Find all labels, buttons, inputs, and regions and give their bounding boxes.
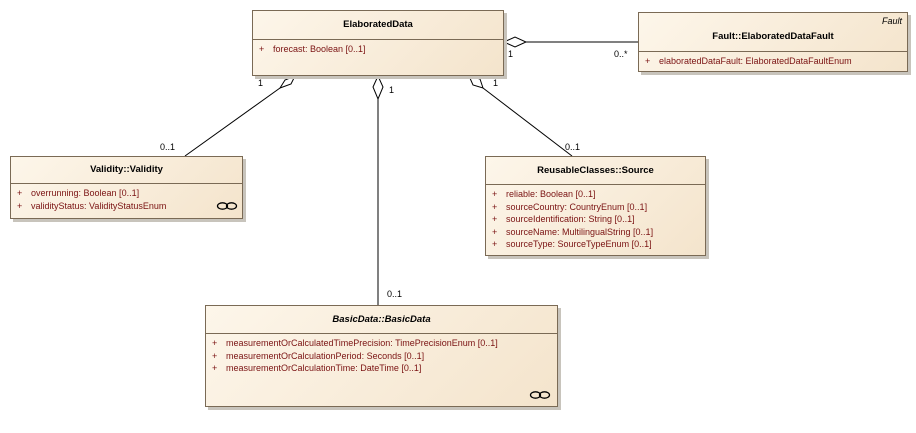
visibility-marker: + [212, 338, 218, 348]
chain-link-icon [216, 202, 238, 210]
attribute-text: forecast: Boolean [0..1] [273, 44, 366, 54]
association-validity [184, 87, 281, 157]
aggregation-diamond-fault [502, 36, 528, 48]
multiplicity-source-owner: 1 [493, 78, 499, 88]
attribute-row[interactable]: + sourceCountry: CountryEnum [0..1] [492, 201, 705, 214]
visibility-marker: + [212, 350, 218, 361]
multiplicity-source-part: 0..1 [565, 142, 581, 152]
class-source[interactable]: ReusableClasses::Source + reliable: Boole… [485, 156, 706, 256]
attribute-list: + measurementOrCalculatedTimePrecision: T… [206, 334, 557, 375]
visibility-marker: + [492, 239, 498, 249]
multiplicity-fault-part: 0..* [614, 49, 628, 59]
visibility-marker: + [492, 189, 498, 199]
class-header: ReusableClasses::Source [486, 157, 705, 185]
visibility-marker: + [259, 44, 265, 54]
attribute-list: + reliable: Boolean [0..1] + sourceCountry… [486, 185, 705, 251]
attribute-row[interactable]: + measurementOrCalculationTime: DateTime … [212, 362, 557, 375]
attribute-list: + elaboratedDataFault: ElaboratedDataFaul… [639, 52, 907, 68]
visibility-marker: + [212, 363, 218, 373]
multiplicity-basic-part: 0..1 [387, 289, 403, 299]
multiplicity-validity-owner: 1 [258, 78, 264, 88]
chain-link-icon [529, 391, 551, 399]
attribute-text: sourceType: SourceTypeEnum [0..1] [506, 239, 652, 249]
attribute-row[interactable]: + reliable: Boolean [0..1] [492, 188, 705, 201]
attribute-text: measurementOrCalculationPeriod: Seconds … [226, 350, 425, 361]
attribute-text: overrunning: Boolean [0..1] [31, 188, 140, 198]
aggregation-diamond-source [468, 75, 484, 89]
visibility-marker: + [492, 226, 498, 237]
class-name: Validity::Validity [90, 164, 163, 175]
class-elaborated-data-fault[interactable]: Fault Fault::ElaboratedDataFault + elabor… [638, 12, 908, 72]
visibility-marker: + [492, 214, 498, 224]
class-header: BasicData::BasicData [206, 306, 557, 334]
attribute-row[interactable]: + sourceIdentification: String [0..1] [492, 213, 705, 226]
aggregation-diamond-validity [278, 75, 297, 89]
class-header: Fault Fault::ElaboratedDataFault [639, 13, 907, 52]
class-header: ElaboratedData [253, 11, 503, 40]
class-name: Fault::ElaboratedDataFault [712, 31, 834, 42]
attribute-text: elaboratedDataFault: ElaboratedDataFault… [659, 56, 852, 66]
attribute-row[interactable]: + sourceName: MultilingualString [0..1] [492, 226, 705, 239]
multiplicity-basic-owner: 1 [389, 85, 395, 95]
visibility-marker: + [17, 188, 23, 198]
visibility-marker: + [17, 200, 23, 211]
attribute-text: measurementOrCalculationTime: DateTime [… [226, 363, 422, 373]
attribute-text: sourceIdentification: String [0..1] [506, 214, 635, 224]
attribute-text: measurementOrCalculatedTimePrecision: Ti… [226, 338, 498, 348]
aggregation-diamond-basic [372, 74, 384, 101]
class-name: ElaboratedData [343, 19, 413, 30]
class-header: Validity::Validity [11, 157, 242, 184]
attribute-row[interactable]: + forecast: Boolean [0..1] [259, 43, 503, 56]
attribute-row[interactable]: + sourceType: SourceTypeEnum [0..1] [492, 238, 705, 251]
class-validity[interactable]: Validity::Validity + overrunning: Boolean… [10, 156, 243, 219]
attribute-text: validityStatus: ValidityStatusEnum [31, 200, 167, 211]
class-elaborated-data[interactable]: ElaboratedData + forecast: Boolean [0..1] [252, 10, 504, 76]
multiplicity-validity-part: 0..1 [160, 142, 176, 152]
multiplicity-fault-owner: 1 [508, 49, 514, 59]
visibility-marker: + [492, 201, 498, 212]
association-source [482, 87, 573, 157]
attribute-text: reliable: Boolean [0..1] [506, 189, 596, 199]
attribute-row[interactable]: + measurementOrCalculationPeriod: Seconds… [212, 350, 557, 363]
stereotype-label: Fault [881, 16, 902, 26]
attribute-list: + forecast: Boolean [0..1] [253, 40, 503, 56]
attribute-row[interactable]: + measurementOrCalculatedTimePrecision: T… [212, 337, 557, 350]
class-basic-data[interactable]: BasicData::BasicData +measurementOrCalcu… [205, 305, 558, 407]
attribute-text: sourceCountry: CountryEnum [0..1] [506, 201, 648, 212]
attribute-row[interactable]: + validityStatus: ValidityStatusEnum [17, 200, 242, 213]
attribute-list: + overrunning: Boolean [0..1] + validitySt… [11, 184, 242, 212]
attribute-row[interactable]: + elaboratedDataFault: ElaboratedDataFaul… [645, 55, 907, 68]
class-name: BasicData::BasicData [332, 314, 431, 325]
attribute-text: sourceName: MultilingualString [0..1] [506, 226, 654, 237]
attribute-row[interactable]: + overrunning: Boolean [0..1] [17, 187, 242, 200]
visibility-marker: + [645, 56, 651, 66]
class-name: ReusableClasses::Source [537, 165, 654, 176]
